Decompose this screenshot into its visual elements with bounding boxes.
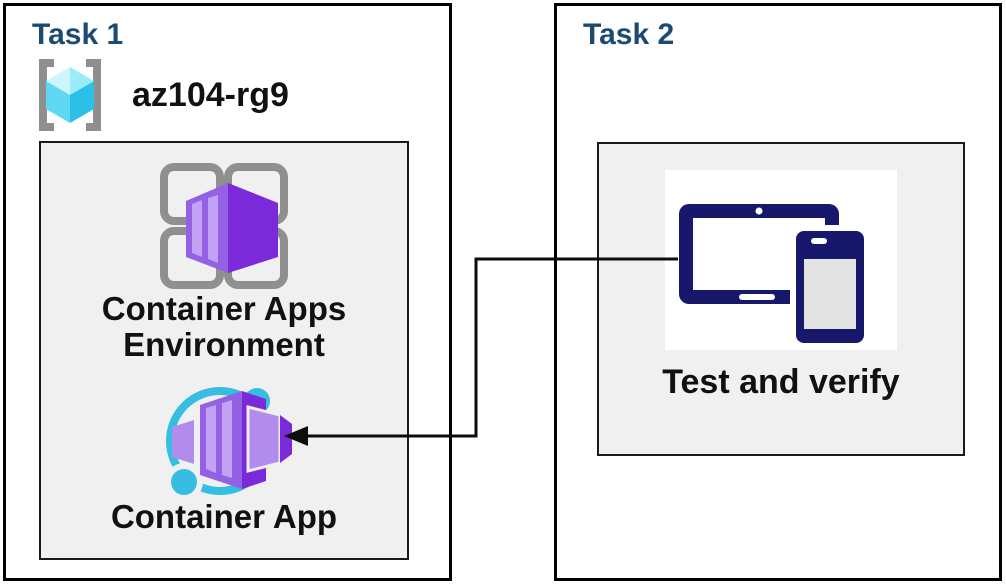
task1-panel: Container Apps Environment Co xyxy=(39,141,409,560)
test-and-verify-label: Test and verify xyxy=(662,363,900,401)
resource-group-name: az104-rg9 xyxy=(132,75,289,114)
container-app-label: Container App xyxy=(110,498,338,535)
resource-group-icon xyxy=(39,59,101,131)
test-and-verify-card xyxy=(665,170,897,350)
task1-box: Task 1 az104-rg9 xyxy=(3,3,452,581)
resource-group-row: az104-rg9 xyxy=(30,58,289,132)
devices-icon xyxy=(679,204,870,349)
task2-title: Task 2 xyxy=(583,18,675,51)
task1-title: Task 1 xyxy=(32,18,124,51)
container-app-icon xyxy=(154,377,294,509)
phone-icon xyxy=(790,225,870,349)
container-apps-environment-icon xyxy=(154,161,294,293)
task2-box: Task 2 xyxy=(554,3,1002,581)
container-apps-environment-label: Container Apps Environment xyxy=(101,290,347,363)
task2-panel: Test and verify xyxy=(597,142,965,456)
